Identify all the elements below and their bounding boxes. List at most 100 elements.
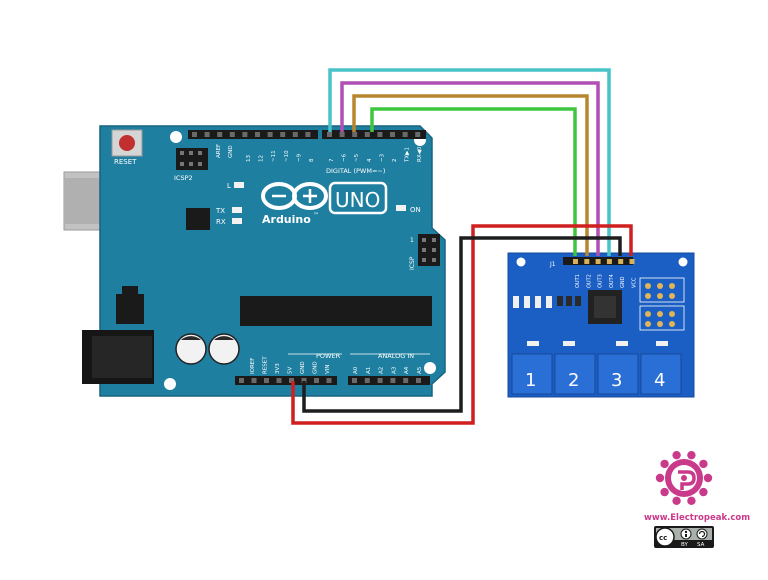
wire-out2-brown [352, 94, 589, 256]
pin-hole [204, 132, 210, 137]
module-pin [629, 259, 635, 264]
pin-hole [314, 378, 319, 383]
digital-pin-label: 4 [367, 158, 373, 162]
license-sa-label: SA [697, 542, 705, 548]
module-j1-label: J1 [549, 261, 556, 268]
mounting-hole [424, 362, 436, 374]
digital-pin-label: 13 [246, 155, 252, 162]
pin-hole [339, 132, 345, 137]
module-pin-label: GND [620, 276, 626, 288]
wire-out3-purple [340, 81, 600, 256]
module-pin [618, 259, 624, 264]
pin-hole [364, 378, 370, 383]
pin-hole [305, 132, 311, 137]
capacitor [208, 333, 240, 365]
digital-pin-holes [192, 132, 421, 137]
digital-pin-label: 12 [259, 155, 265, 162]
digital-pin-label: 2 [392, 159, 398, 163]
power-pin-label: RESET [263, 356, 269, 374]
power-pin-holes [239, 378, 332, 383]
pin-hole [377, 132, 383, 137]
pin-hole [390, 378, 396, 383]
gear-tooth [699, 459, 708, 469]
module-leds [513, 296, 552, 308]
pin-hole [292, 132, 298, 137]
analog-pin-holes [352, 378, 421, 383]
pin-hole [239, 378, 244, 383]
digital-pin-label: ~6 [342, 153, 348, 162]
gear-tooth [687, 496, 696, 506]
on-label: ON [410, 206, 421, 214]
module-resistors [557, 296, 581, 306]
analog-pin-label: A2 [379, 367, 385, 374]
module-pin [606, 259, 612, 264]
digital-pin-label: TX▶1 [405, 147, 411, 163]
module-capacitors [527, 341, 668, 346]
module-pin-label: OUT2 [586, 274, 592, 288]
mounting-hole [164, 378, 176, 390]
voltage-regulator [116, 294, 144, 324]
pin-hole [264, 378, 269, 383]
led-tx-label: TX [215, 207, 225, 215]
pin-hole [403, 378, 409, 383]
pin-hole [402, 132, 408, 137]
module-hole [678, 257, 688, 267]
sa-icon [696, 528, 708, 540]
led-l [234, 182, 244, 188]
pad-number-1: 1 [525, 370, 536, 391]
gear-tooth [672, 450, 681, 460]
usb-chip [186, 208, 210, 230]
pad-number-3: 3 [611, 370, 622, 391]
power-pin-label: GND [313, 361, 319, 374]
icsp-pin1-label: 1 [410, 237, 414, 244]
pin-hole [390, 132, 395, 137]
analog-pin-label: A4 [404, 366, 410, 374]
touch-pad-1 [511, 353, 553, 395]
module-pin [595, 259, 601, 264]
touch-pads [511, 353, 682, 395]
pin-hole [352, 132, 358, 137]
power-label: POWER [316, 352, 341, 360]
gear-tooth [672, 496, 681, 506]
led-rx [232, 218, 242, 224]
module-pin-label: OUT3 [598, 274, 604, 288]
icsp-label: ICSP [409, 256, 416, 270]
digital-pin-label: ~5 [354, 153, 360, 162]
analog-pin-label: A1 [366, 367, 372, 374]
capacitor [175, 333, 207, 365]
pin-hole [267, 132, 273, 137]
pin-hole [364, 132, 370, 137]
uno-label: UNO [335, 188, 380, 212]
module-pin-label: VCC [632, 277, 638, 288]
touch-pad-4 [640, 353, 682, 395]
trademark-symbol: ™ [313, 212, 319, 219]
pin-hole [276, 378, 282, 383]
cc-icon [655, 527, 675, 547]
analog-pin-label: A3 [391, 366, 397, 374]
gear-tooth [660, 459, 669, 469]
digital-header-left [188, 130, 318, 139]
gnd-label-top: GND [228, 145, 234, 158]
wire-out4-cyan [328, 68, 611, 256]
pad-number-2: 2 [568, 370, 579, 391]
digital-pin-label: 7 [329, 158, 335, 162]
digital-pin-label: ~3 [379, 153, 385, 162]
pin-hole [229, 132, 235, 137]
uno-badge [328, 181, 388, 215]
pad-number-4: 4 [654, 370, 665, 391]
pin-hole [416, 378, 421, 383]
gear-tooth [703, 473, 713, 483]
digital-pin-label: RX◀0 [417, 146, 423, 162]
module-hole [516, 257, 526, 267]
pin-hole [289, 378, 294, 383]
jumper-pads [639, 277, 685, 331]
analog-label: ANALOG IN [378, 352, 414, 360]
gear-tooth [699, 487, 708, 497]
led-on [396, 205, 406, 211]
gear-tooth [687, 450, 696, 460]
